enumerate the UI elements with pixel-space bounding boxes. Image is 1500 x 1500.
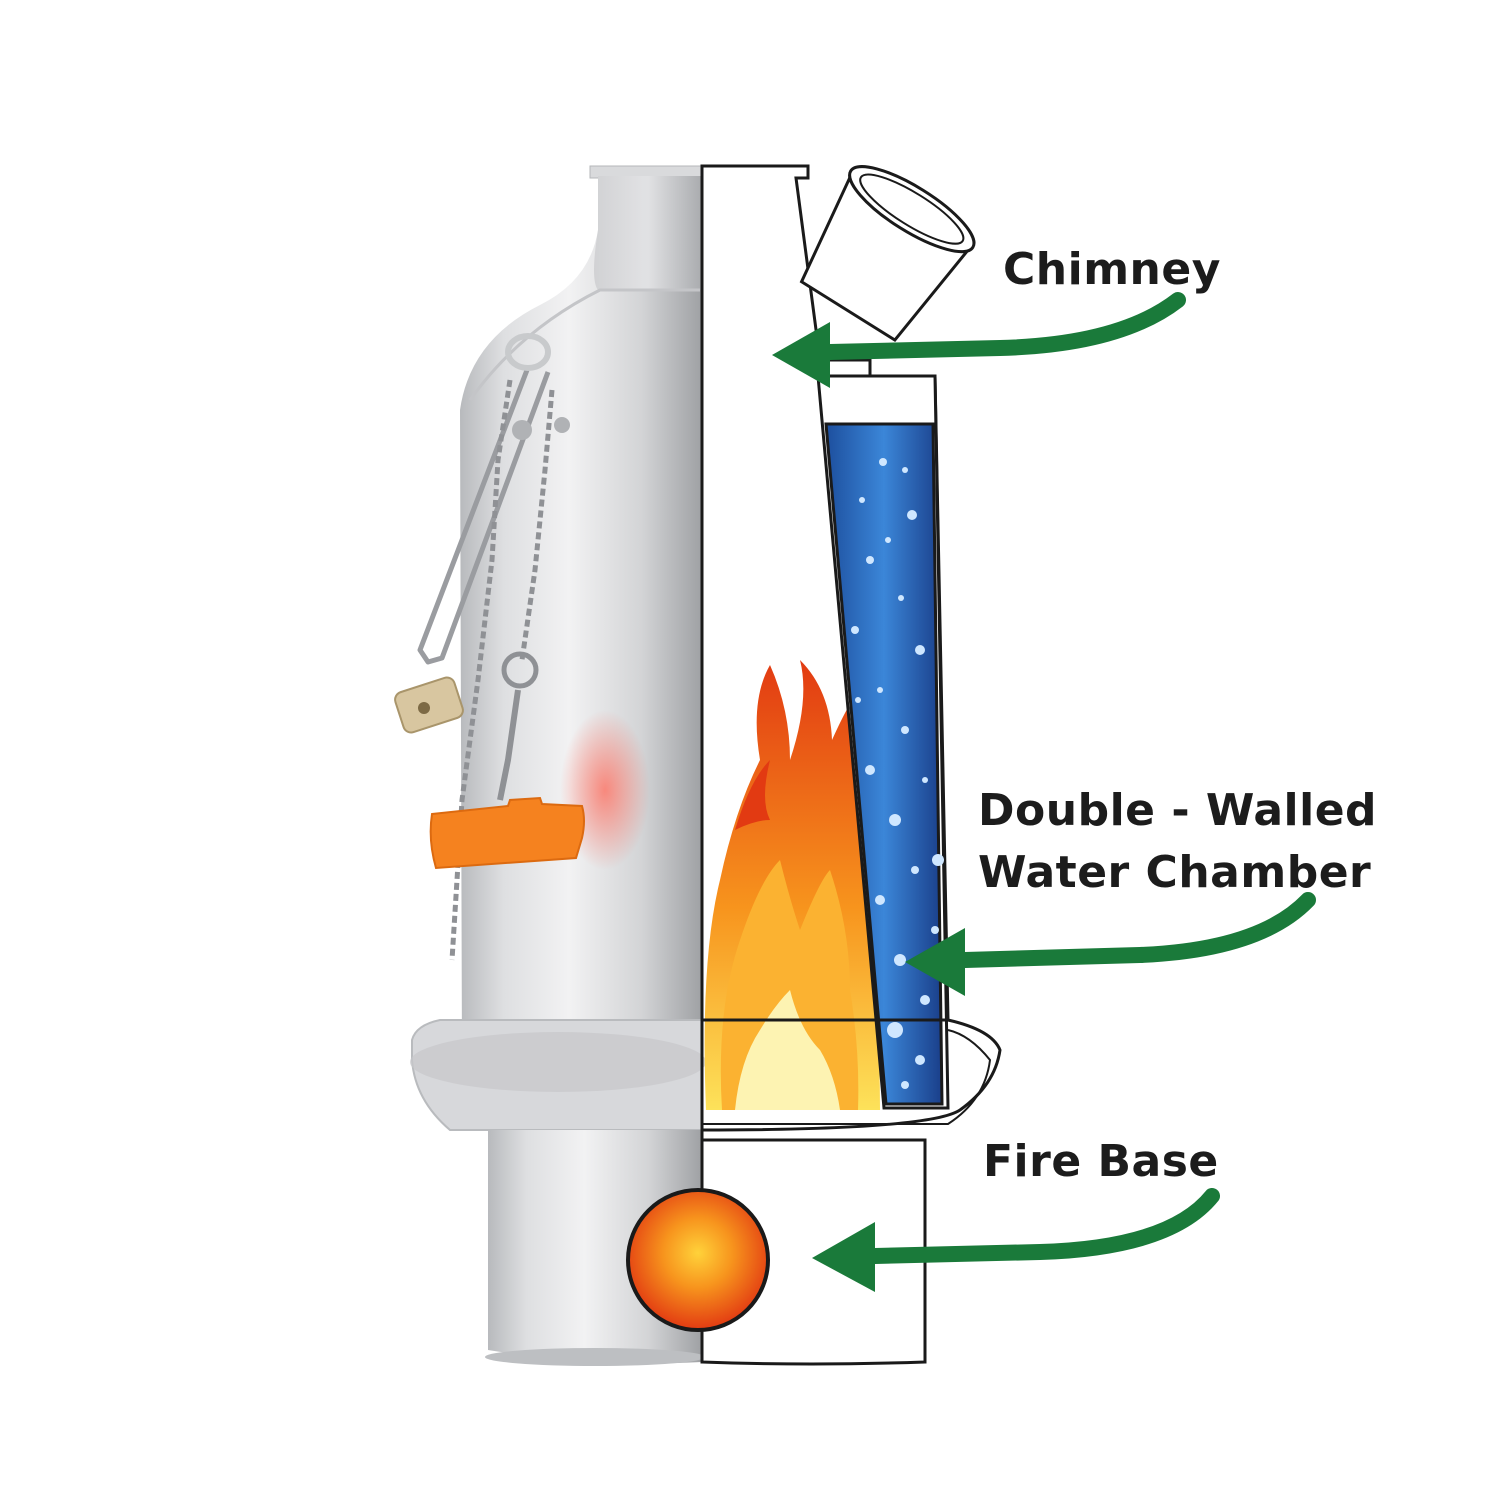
fire-base-bowl-cutaway	[700, 1018, 1002, 1132]
water-chamber	[816, 374, 950, 1110]
handle-wire	[417, 369, 551, 665]
chain-left	[449, 379, 513, 961]
water-chamber-label-line1: Double - Walled	[978, 785, 1378, 836]
kettle-photo-half	[394, 165, 706, 1366]
fire-base-arrow-icon	[812, 1188, 1220, 1292]
fire-hole-icon	[626, 1188, 770, 1332]
chain-right	[519, 389, 555, 661]
orange-stopper	[429, 796, 585, 870]
chimney-arrow-icon	[772, 292, 1186, 388]
flame-icon	[704, 660, 880, 1110]
fire-base-cylinder-cutaway	[700, 1138, 927, 1366]
water-chamber-label: Double - Walled Water Chamber	[978, 780, 1377, 904]
water-chamber-label-line2: Water Chamber	[978, 847, 1372, 898]
kettle-body	[460, 176, 702, 1065]
chimney-cap	[799, 165, 976, 343]
kettle-neck	[594, 176, 702, 290]
fire-base-label: Fire Base	[983, 1136, 1219, 1187]
chimney-label: Chimney	[1003, 244, 1221, 295]
water-chamber-arrow-icon	[905, 892, 1316, 996]
